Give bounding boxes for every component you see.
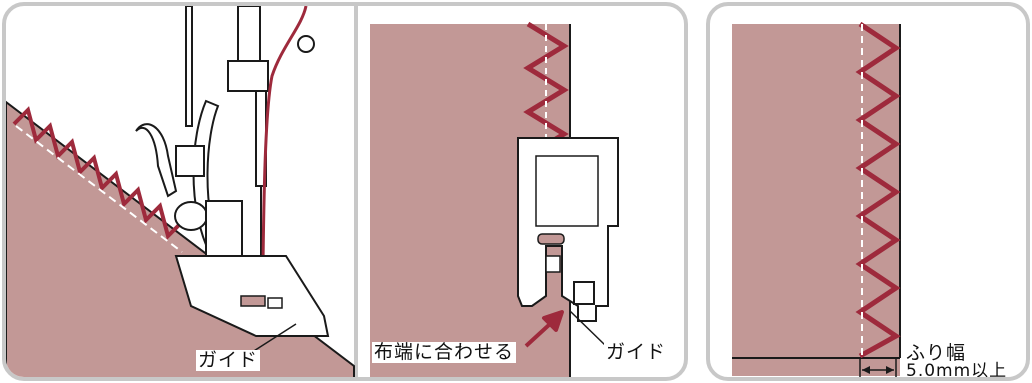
shank [175, 145, 205, 177]
needle-clamp [227, 60, 269, 92]
arrow-left-icon [862, 366, 870, 374]
stitch-result-illustration [732, 21, 901, 377]
align-arrow-icon [524, 310, 564, 348]
guide-label-1: ガイド [196, 349, 261, 371]
machine-frame [185, 6, 193, 127]
illustration-panel-right: ふり幅 5.0mm以上 [706, 2, 1030, 381]
screw [174, 201, 208, 231]
foot-holder [205, 200, 243, 262]
guide-pointer-2 [569, 310, 607, 347]
edge-dash [15, 125, 183, 253]
thread [261, 6, 308, 267]
align-edge-label: 布端に合わせる [372, 341, 517, 363]
foot-alignment-scene [370, 21, 619, 377]
foot-opening [240, 295, 266, 307]
fabric [6, 100, 355, 377]
zigzag-stitch [12, 106, 184, 240]
arrow-right-icon [886, 366, 894, 374]
sewing-illustrations [6, 6, 619, 377]
stitch-width-value: 5.0mm以上 [906, 361, 1008, 381]
foot-screw-a [545, 255, 561, 273]
presser-bar [237, 6, 261, 67]
foot-inner [535, 155, 599, 227]
foot-screw [267, 297, 283, 309]
thread-guide [297, 35, 315, 53]
illustration-panel-left: ガイド 布端に合わせる ガイド [2, 2, 688, 381]
sewing-foot-scene [6, 6, 355, 377]
zigzag-stitch-result [855, 21, 901, 359]
guide-block [573, 281, 595, 305]
stitch-width-label: ふり幅 [906, 342, 967, 364]
needle-slot [537, 233, 565, 245]
foot-spring [135, 123, 178, 198]
guide-label-2: ガイド [604, 341, 669, 363]
